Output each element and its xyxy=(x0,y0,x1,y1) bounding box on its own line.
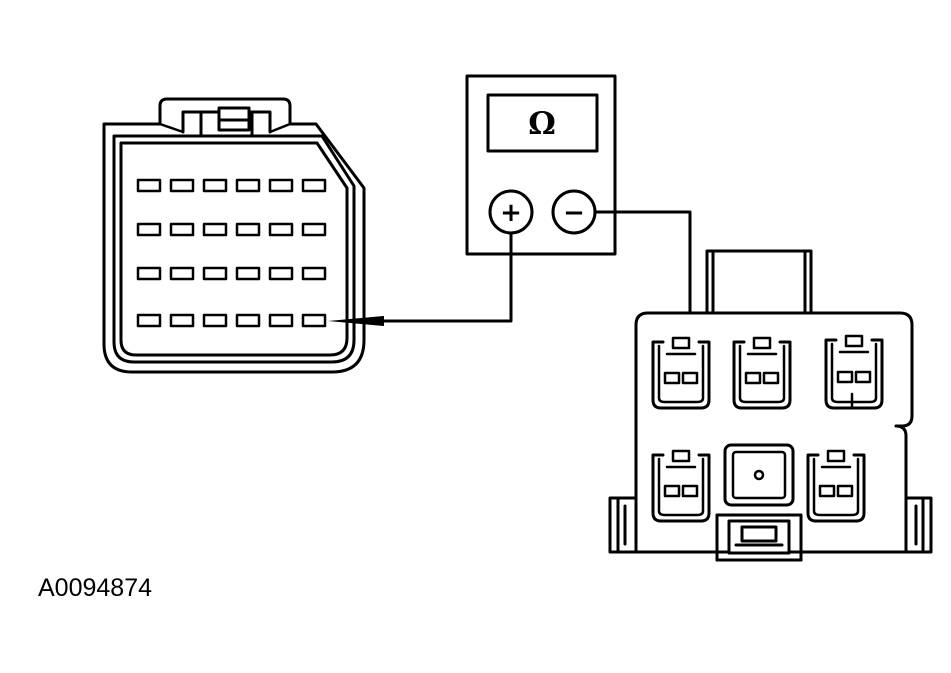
center-post xyxy=(723,443,795,507)
pin-cavity xyxy=(136,178,162,193)
pin-cavity xyxy=(169,178,195,193)
pin-cavity xyxy=(169,266,195,281)
connector-top-tab xyxy=(705,249,813,315)
pin-cavity xyxy=(235,313,261,328)
pin-cavity xyxy=(301,178,327,193)
pin-cavity xyxy=(202,222,228,237)
pin-cavity xyxy=(136,313,162,328)
ohm-symbol: Ω xyxy=(528,106,556,142)
terminal-cavity xyxy=(651,336,711,410)
positive-test-lead xyxy=(328,231,513,326)
terminal-cavity xyxy=(732,336,792,410)
pin-cavity xyxy=(235,178,261,193)
left-lock-tab xyxy=(608,496,638,554)
pin-cavity xyxy=(268,313,294,328)
bottom-key-slot xyxy=(715,513,803,562)
right-lock-tab xyxy=(904,496,933,554)
connector-pin-grid xyxy=(136,178,327,328)
pin-cavity xyxy=(268,266,294,281)
terminal-cavity xyxy=(824,334,884,410)
pin-cavity xyxy=(301,222,327,237)
pin-cavity xyxy=(202,313,228,328)
pin-cavity xyxy=(202,266,228,281)
pin-cavity xyxy=(169,222,195,237)
connector-latch xyxy=(158,106,292,138)
pin-cavity xyxy=(136,222,162,237)
relay-terminal-cavities xyxy=(651,334,884,523)
positive-terminal-label: + xyxy=(500,198,522,228)
pin-cavity xyxy=(169,313,195,328)
pin-cavity xyxy=(235,222,261,237)
ohmmeter-display xyxy=(486,93,599,153)
ohmmeter: Ω + − xyxy=(465,74,617,256)
pin-cavity xyxy=(136,266,162,281)
terminal-cavity xyxy=(651,449,711,523)
pin-cavity xyxy=(301,266,327,281)
pin-cavity xyxy=(301,313,327,328)
figure-id: A0094874 xyxy=(38,574,152,602)
pin-cavity xyxy=(202,178,228,193)
pin-cavity xyxy=(268,178,294,193)
positive-probe-tip xyxy=(328,316,384,326)
terminal-cavity xyxy=(806,449,866,523)
pin-cavity xyxy=(268,222,294,237)
pin-cavity xyxy=(235,266,261,281)
negative-terminal-label: − xyxy=(563,198,585,228)
multi-pin-connector xyxy=(102,97,366,374)
relay-connector xyxy=(608,249,933,562)
